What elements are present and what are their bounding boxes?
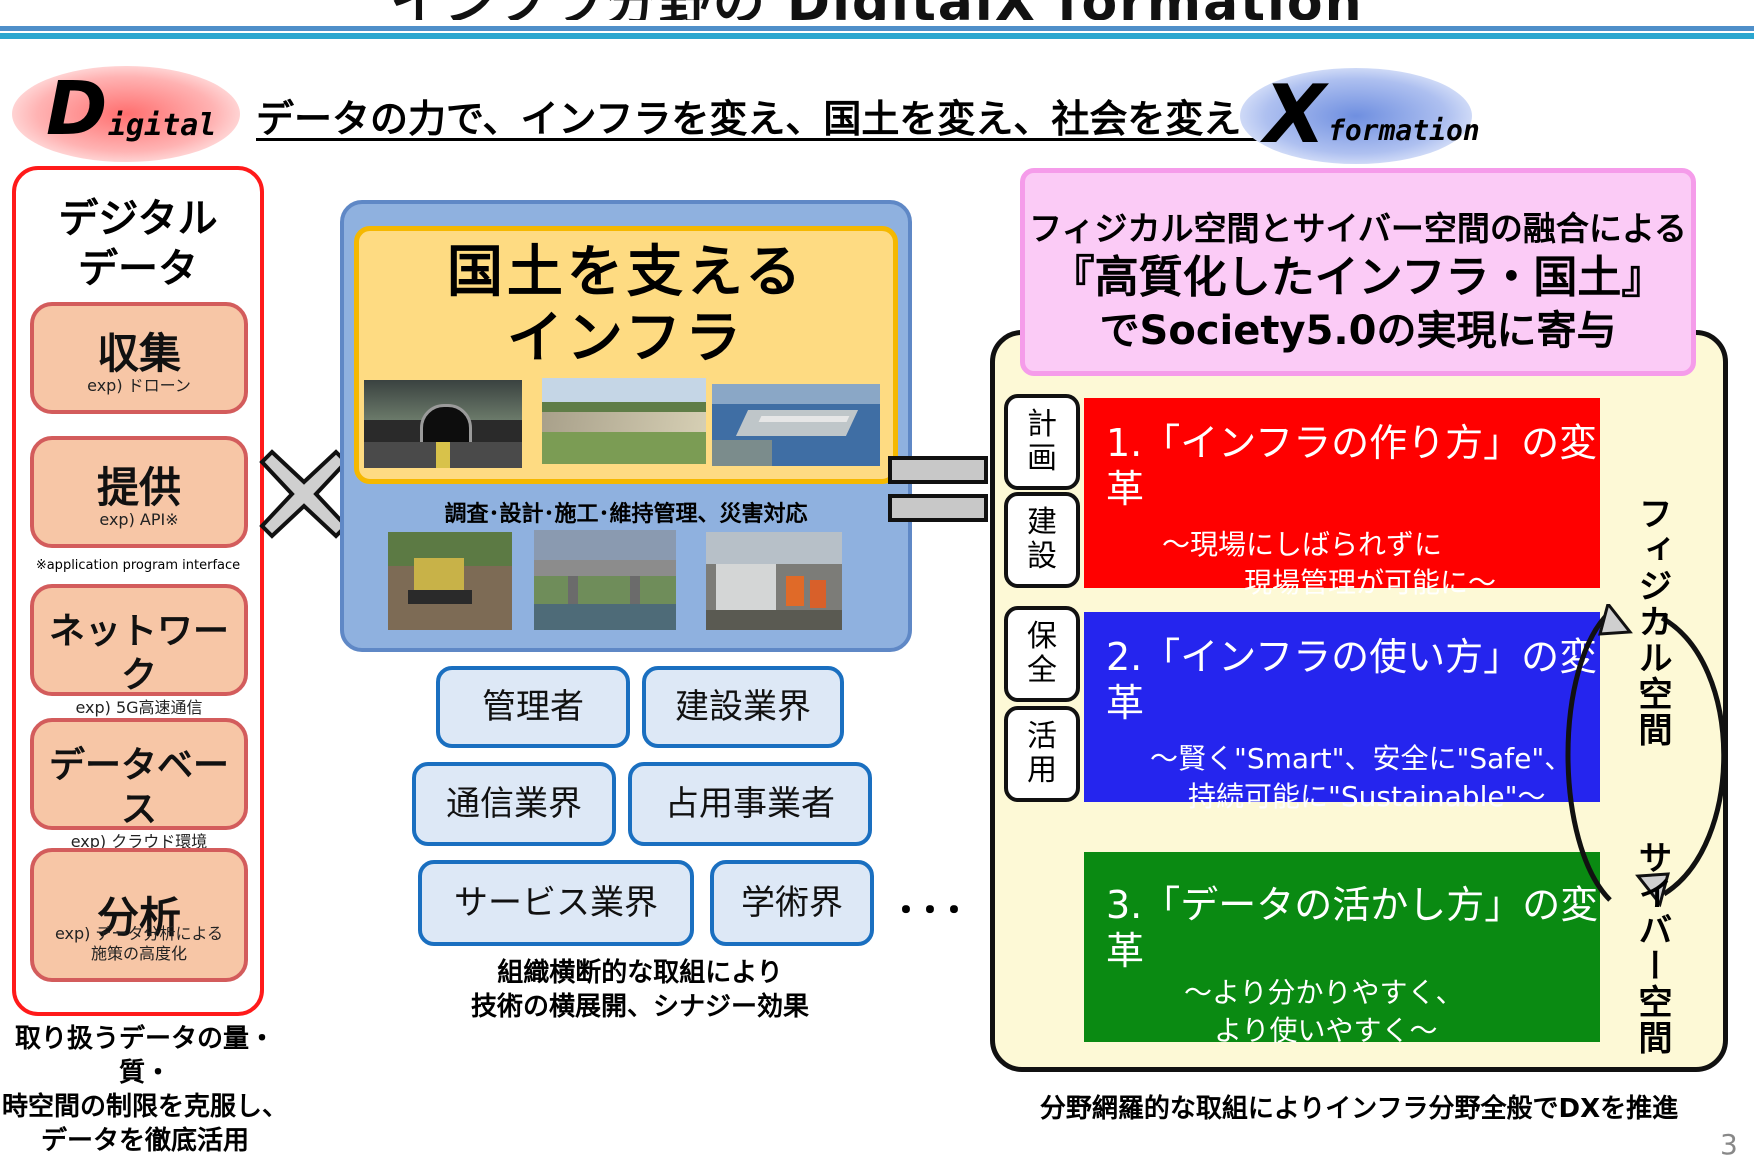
stakeholder-occupancy-operators: 占用事業者 xyxy=(628,762,872,846)
cyber-space-label: サイバー空間 xyxy=(1632,840,1672,1056)
equals-bar-bottom xyxy=(888,494,988,522)
more-stakeholders-ellipsis: ･･･ xyxy=(896,888,968,934)
data-item-label: 収集 xyxy=(96,329,181,378)
data-item-analyze: 分析 exp) データ分析による 施策の高度化 xyxy=(30,848,248,982)
stakeholder-construction-industry: 建設業界 xyxy=(642,666,844,748)
transformation-2-sub2: 持続可能に"Sustainable"～ xyxy=(1188,780,1546,813)
tag-char: 全 xyxy=(1027,653,1057,688)
digital-data-title: デジタル データ xyxy=(12,194,264,294)
transformation-3-title: 3.「データの活かし方」の変革 xyxy=(1106,883,1599,973)
multiply-icon xyxy=(259,449,349,539)
data-item-example-line2: 施策の高度化 xyxy=(90,944,187,963)
infrastructure-title: 国土を支える インフラ xyxy=(354,240,898,372)
left-caption-line1: 取り扱うデータの量・質・ xyxy=(14,1024,275,1088)
digital-badge: D igital xyxy=(12,66,240,162)
transformation-header: フィジカル空間とサイバー空間の融合による 『高質化したインフラ・国土』 でSoc… xyxy=(1020,168,1696,376)
tag-char: 建 xyxy=(1027,505,1057,540)
data-item-provide: 提供 exp) API※ xyxy=(30,436,248,548)
data-item-example: exp) ドローン xyxy=(87,376,191,395)
stakeholder-academia: 学術界 xyxy=(710,860,874,946)
data-item-example: exp) 5G高速通信 xyxy=(75,698,203,717)
tag-char: 計 xyxy=(1027,407,1057,442)
bridge-inspection-photo xyxy=(534,530,676,630)
digital-data-title-line1: デジタル xyxy=(58,196,218,242)
middle-caption-line2: 技術の横展開、シナジー効果 xyxy=(470,992,809,1022)
infrastructure-title-line1: 国土を支える xyxy=(446,240,806,305)
slide-title: インフラ分野の DigitalX formation xyxy=(0,0,1754,20)
transformation-word: formation xyxy=(1328,114,1480,147)
tag-planning: 計 画 xyxy=(1004,394,1080,490)
road-construction-photo xyxy=(388,532,512,630)
transformation-3-box: 3.「データの活かし方」の変革 ～より分かりやすく、 より使いやすく～ xyxy=(1084,852,1600,1047)
middle-caption: 組織横断的な取組により 技術の横展開、シナジー効果 xyxy=(440,956,840,1024)
airport-photo xyxy=(712,384,880,466)
tag-utilization: 活 用 xyxy=(1004,706,1080,802)
middle-caption-line1: 組織横断的な取組により xyxy=(497,958,783,988)
tag-char: 保 xyxy=(1027,619,1057,654)
cycle-arrows-icon xyxy=(1565,604,1727,908)
left-caption-line2: 時空間の制限を克服し、 xyxy=(1,1092,288,1122)
transformation-header-line2: 『高質化したインフラ・国土』 xyxy=(1050,252,1666,303)
transformation-header-line1: フィジカル空間とサイバー空間の融合による xyxy=(1029,209,1687,248)
data-item-collect: 収集 exp) ドローン xyxy=(30,302,248,414)
transformation-1-box: 1.「インフラの作り方」の変革 ～現場にしばられずに 現場管理が可能に～ xyxy=(1084,398,1600,599)
page-number: 3 xyxy=(1720,1128,1738,1161)
transformation-header-line3: でSociety5.0の実現に寄与 xyxy=(1099,308,1617,354)
transformation-badge: X formation xyxy=(1240,68,1480,164)
data-item-label: データベース xyxy=(48,745,229,830)
transformation-3-sub2: より使いやすく～ xyxy=(1214,1014,1438,1047)
tag-char: 用 xyxy=(1027,753,1057,788)
right-caption: 分野網羅的な取組によりインフラ分野全般でDXを推進 xyxy=(1039,1094,1679,1124)
data-item-label: ネットワーク xyxy=(48,611,229,696)
stakeholder-service-industry: サービス業界 xyxy=(418,860,694,946)
tag-char: 活 xyxy=(1027,719,1057,754)
stakeholder-administrator: 管理者 xyxy=(436,666,630,748)
transformation-2-box: 2.「インフラの使い方」の変革 ～賢く"Smart"、安全に"Safe"、 持続… xyxy=(1084,612,1600,813)
transformation-x-letter: X xyxy=(1264,68,1326,161)
title-rule-bottom xyxy=(0,33,1754,39)
data-item-label: 提供 xyxy=(96,463,181,512)
data-item-example: exp) クラウド環境 xyxy=(70,832,208,851)
tag-maintenance: 保 全 xyxy=(1004,606,1080,702)
data-item-database: データベース exp) クラウド環境 xyxy=(30,718,248,851)
data-item-example: exp) API※ xyxy=(99,510,179,529)
transformation-1-sub1: ～現場にしばられずに xyxy=(1162,528,1443,561)
headline: データの力で、インフラを変え、国土を変え、社会を変える xyxy=(256,97,1279,141)
infrastructure-activities: 調査･設計･施工･維持管理、災害対応 xyxy=(444,502,808,527)
transformation-3-sub1: ～より分かりやすく、 xyxy=(1184,976,1464,1009)
levee-photo xyxy=(542,378,706,464)
tunnel-photo xyxy=(364,380,522,468)
data-item-network: ネットワーク exp) 5G高速通信 xyxy=(30,584,248,717)
stakeholder-telecom-industry: 通信業界 xyxy=(412,762,616,846)
tag-char: 画 xyxy=(1027,441,1057,476)
transformation-1-sub2: 現場管理が可能に～ xyxy=(1244,566,1497,599)
left-caption: 取り扱うデータの量・質・ 時空間の制限を克服し、 データを徹底活用 xyxy=(0,1022,290,1158)
api-footnote: ※application program interface xyxy=(35,558,241,573)
data-item-label: 分析 xyxy=(96,893,181,942)
disaster-response-photo xyxy=(706,532,842,630)
transformation-2-sub1: ～賢く"Smart"、安全に"Safe"、 xyxy=(1150,742,1573,775)
equals-bar-top xyxy=(888,456,988,484)
transformation-2-title: 2.「インフラの使い方」の変革 xyxy=(1106,635,1598,725)
digital-data-title-line2: データ xyxy=(78,246,198,292)
tag-construction: 建 設 xyxy=(1004,492,1080,588)
digital-d-letter: D xyxy=(46,66,108,152)
left-caption-line3: データを徹底活用 xyxy=(40,1126,249,1156)
physical-space-label: フィジカル空間 xyxy=(1632,496,1672,748)
digital-word: igital xyxy=(108,108,217,143)
infrastructure-title-line2: インフラ xyxy=(506,306,746,371)
tag-char: 設 xyxy=(1027,539,1057,574)
title-rule-top xyxy=(0,26,1754,31)
data-item-example: exp) データ分析による xyxy=(54,924,224,943)
transformation-1-title: 1.「インフラの作り方」の変革 xyxy=(1106,421,1598,511)
